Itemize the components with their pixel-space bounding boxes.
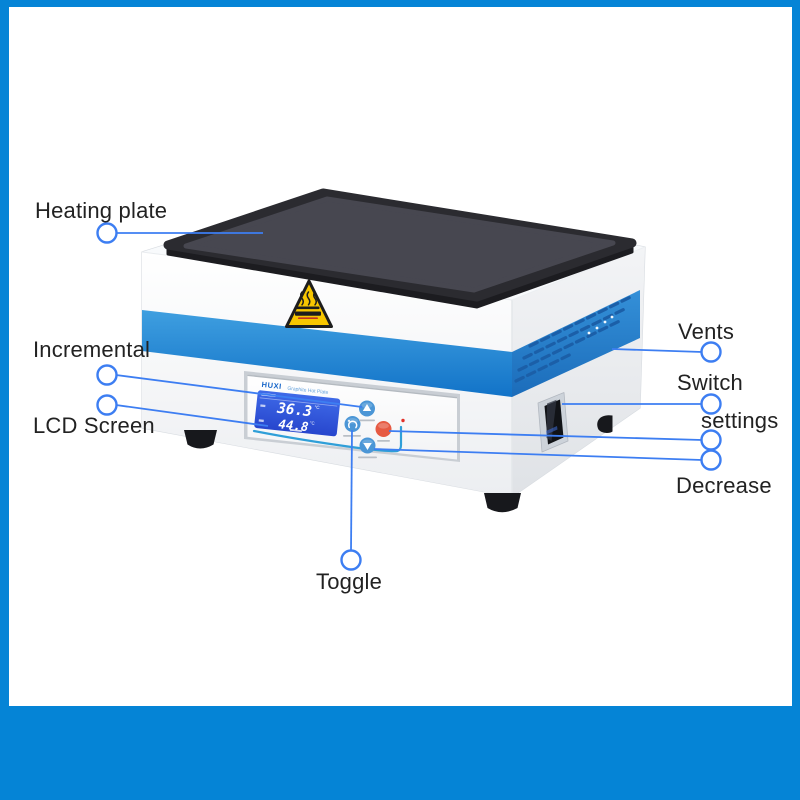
- lcd-bottom-label-placeholder: [289, 428, 302, 432]
- front-left-foot: [184, 430, 217, 449]
- up-arrow-icon: [362, 404, 372, 411]
- rear-foot: [597, 415, 613, 433]
- label-heating-plate: Heating plate: [35, 198, 168, 223]
- warning-subcaption-bar: [298, 317, 318, 319]
- set-button: [375, 421, 392, 437]
- vent-dots: [587, 315, 614, 335]
- switch-glint: [546, 426, 558, 435]
- panel-inner-shadow: [247, 374, 458, 399]
- lcd-bottom-value: 44.8: [278, 416, 310, 434]
- label-switch: Switch: [677, 370, 743, 395]
- toggle-icon-dot: [348, 419, 350, 422]
- callout-marker-switch: [700, 393, 722, 415]
- callout-lines: [115, 232, 703, 552]
- callout-line-lcd-screen: [115, 404, 269, 427]
- label-decrease: Decrease: [676, 473, 772, 498]
- hot-surface-warning-label: [285, 279, 333, 328]
- label-vents: Vents: [678, 319, 735, 344]
- toggle-icon: [348, 420, 358, 429]
- front-right-foot: [484, 493, 521, 513]
- callout-line-incremental: [115, 374, 363, 408]
- callout-marker-incremental: [96, 364, 118, 386]
- button-caption-placeholders: [343, 419, 390, 459]
- steam-icon: [299, 291, 318, 306]
- lcd-pv-label-placeholder: [260, 404, 266, 408]
- frame-left-bar: [0, 0, 9, 800]
- callout-line-toggle: [350, 429, 353, 552]
- callout-marker-toggle: [340, 549, 362, 571]
- callout-line-decrease: [373, 448, 703, 461]
- lcd-top-unit: °C: [314, 405, 320, 411]
- label-lcd-screen: LCD Screen: [33, 413, 155, 438]
- lcd-divider: [259, 397, 338, 407]
- power-switch: [537, 392, 569, 453]
- indicator-led: [401, 418, 405, 423]
- lcd-top-value: 36.3: [275, 401, 312, 421]
- callout-marker-decrease: [700, 449, 722, 471]
- panel-accent-swoosh: [252, 425, 403, 453]
- frame-right-bar: [792, 0, 800, 800]
- warning-caption-bar: [295, 311, 321, 316]
- model-name: Graphite Hot Plate: [287, 386, 329, 396]
- vent-slots: [514, 296, 631, 383]
- brand-logo: HUXI: [261, 380, 282, 391]
- label-settings: settings: [701, 408, 779, 433]
- callout-line-settings: [388, 430, 703, 441]
- stripe-front: [142, 310, 512, 397]
- callout-marker-lcd-screen: [96, 394, 118, 416]
- lcd-bottom-unit: °C: [310, 420, 315, 425]
- decrement-button: [359, 437, 376, 454]
- increment-button: [359, 400, 375, 417]
- heating-plate: [163, 188, 637, 309]
- plate-surface: [183, 196, 616, 293]
- down-arrow-icon: [363, 443, 372, 450]
- label-incremental: Incremental: [33, 337, 151, 362]
- callout-markers: [96, 222, 722, 571]
- steam-base-bar: [296, 306, 320, 310]
- callout-line-vents: [611, 348, 703, 353]
- control-panel: HUXI Graphite Hot Plate 36.3 °C 44.8 °C: [244, 371, 460, 462]
- callout-marker-heating-plate: [96, 222, 118, 244]
- callout-marker-vents: [700, 341, 722, 363]
- stripe-band: [142, 290, 640, 397]
- lcd-sv-label-placeholder: [258, 419, 264, 423]
- label-toggle: Toggle: [316, 569, 383, 594]
- toggle-button: [344, 416, 361, 432]
- device-feet: [184, 415, 613, 513]
- frame-top-bar: [0, 0, 800, 7]
- frame-bottom-bar: [0, 706, 800, 800]
